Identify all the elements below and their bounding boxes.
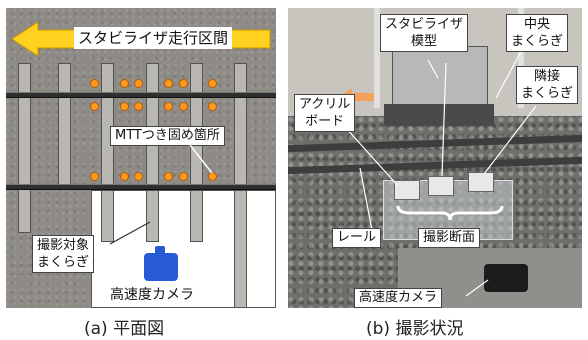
sleeper <box>58 63 71 188</box>
tamping-dot <box>164 79 173 88</box>
tamping-dot <box>134 102 143 111</box>
rail-upper <box>6 92 276 98</box>
tamping-dot <box>134 79 143 88</box>
tamping-dot <box>179 79 188 88</box>
callout-line <box>109 221 151 245</box>
photo-panel: スタビライザ 模型 中央 まくらぎ 隣接 まくらぎ アクリル ボード レール 撮… <box>288 8 582 308</box>
callout-line <box>189 144 213 174</box>
camera-icon <box>484 264 528 292</box>
sleeper-block <box>394 180 420 200</box>
direction-label: スタビライザ走行区間 <box>74 27 233 49</box>
sleeper <box>234 63 247 188</box>
frame-rod <box>518 8 524 108</box>
acrylic-line2: ボード <box>305 114 345 129</box>
acrylic-board-label: アクリル ボード <box>294 94 356 132</box>
center-sleeper-block <box>428 176 454 196</box>
tamping-dot <box>164 172 173 181</box>
section-label: 撮影断面 <box>418 228 481 248</box>
stabilizer-label-line2: 模型 <box>411 34 438 49</box>
sleeper <box>190 190 203 242</box>
sleeper <box>101 190 114 242</box>
tamping-dot <box>179 172 188 181</box>
camera-label: 高速度カメラ <box>354 288 443 308</box>
adjacent-sleeper-line1: 隣接 <box>534 69 561 84</box>
tamping-dot <box>134 172 143 181</box>
tamping-dot <box>164 102 173 111</box>
tamping-dot <box>208 102 217 111</box>
section-brace <box>396 205 504 221</box>
tamping-dot <box>90 79 99 88</box>
sleeper <box>234 190 247 308</box>
tamping-dot <box>120 79 129 88</box>
target-sleeper-label: 撮影対象 まくらぎ <box>32 235 95 273</box>
camera-icon <box>144 253 178 281</box>
target-label-line2: まくらぎ <box>37 255 90 270</box>
tamping-dot <box>208 79 217 88</box>
tamping-dot <box>120 172 129 181</box>
sleeper <box>18 63 31 233</box>
adjacent-sleeper-line2: まくらぎ <box>521 86 574 101</box>
callout-lines <box>345 47 537 297</box>
stabilizer-model <box>392 46 488 112</box>
tamping-dot <box>90 172 99 181</box>
stabilizer-base <box>384 104 494 126</box>
center-sleeper-line1: 中央 <box>524 17 551 32</box>
tamping-dot <box>90 102 99 111</box>
frame-rod <box>374 8 380 108</box>
plan-view-panel: スタビライザ走行区間 MTTつき固め箇所 撮影対象 まくらぎ 高速度カメラ <box>6 8 276 308</box>
stabilizer-model-label: スタビライザ 模型 <box>380 14 469 52</box>
caption-a: (a) 平面図 <box>84 319 165 339</box>
center-sleeper-label: 中央 まくらぎ <box>506 14 569 52</box>
caption-b: (b) 撮影状況 <box>366 319 464 339</box>
mtt-label: MTTつき固め箇所 <box>110 126 225 146</box>
camera-lens-icon <box>155 246 165 254</box>
adjacent-sleeper-label: 隣接 まくらぎ <box>516 66 579 104</box>
rail-label: レール <box>332 228 382 248</box>
adjacent-sleeper-block <box>468 172 494 192</box>
rail-lower <box>6 184 276 190</box>
target-sleeper <box>146 190 159 242</box>
camera-label: 高速度カメラ <box>110 287 194 303</box>
tamping-dot <box>120 102 129 111</box>
target-label-line1: 撮影対象 <box>37 238 90 253</box>
acrylic-line1: アクリル <box>299 97 351 112</box>
tamping-dot <box>179 102 188 111</box>
center-sleeper-line2: まくらぎ <box>511 34 564 49</box>
stabilizer-label-line1: スタビライザ <box>385 17 464 32</box>
